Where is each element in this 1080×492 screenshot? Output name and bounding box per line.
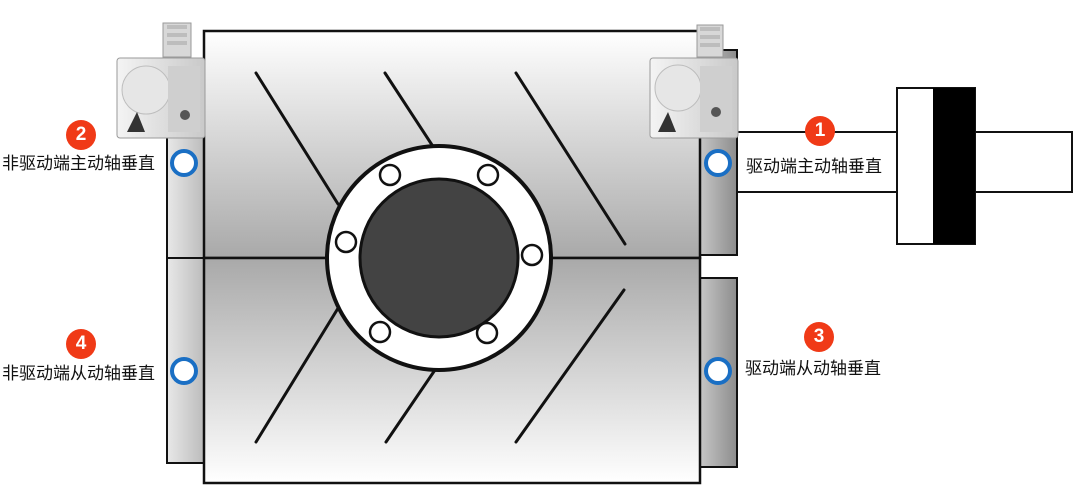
gear-teeth-lines — [254, 71, 627, 444]
point-4-label: 非驱动端从动轴垂直 — [2, 364, 155, 384]
vibration-sensor-icon — [116, 22, 206, 139]
shaft-hub — [358, 177, 520, 339]
mount-point-icon — [170, 149, 732, 385]
point-3-label: 驱动端从动轴垂直 — [745, 359, 881, 379]
point-3-badge: 3 — [804, 322, 834, 352]
flange-bolt-holes — [334, 163, 544, 345]
coupling-dark-band — [933, 88, 975, 244]
point-2-label: 非驱动端主动轴垂直 — [2, 154, 155, 174]
point-4-badge: 4 — [66, 329, 96, 359]
point-1-badge: 1 — [805, 116, 835, 146]
point-2-badge: 2 — [66, 120, 96, 150]
point-1-label: 驱动端主动轴垂直 — [746, 157, 882, 177]
vibration-sensor-icon — [649, 24, 739, 139]
shaft-end — [974, 131, 1073, 193]
